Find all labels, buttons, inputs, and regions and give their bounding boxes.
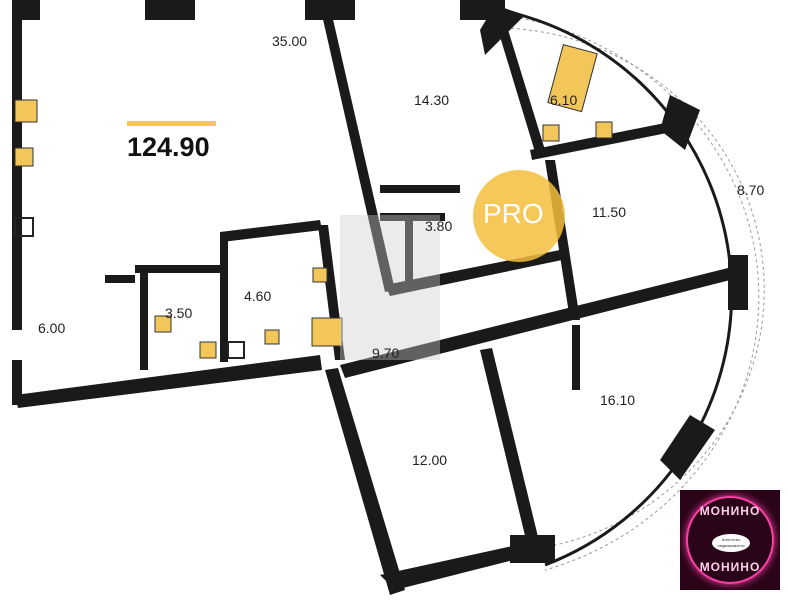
room-area: 4.60 bbox=[244, 288, 272, 304]
sink-icon bbox=[595, 121, 613, 139]
logo-bottom-text: МОНИНО bbox=[699, 560, 761, 574]
total-area: 124.90 bbox=[127, 132, 210, 162]
sink-icon bbox=[14, 147, 34, 167]
sink-icon bbox=[154, 315, 172, 333]
pro-badge-label: PRO bbox=[483, 198, 544, 229]
fixtures bbox=[14, 44, 613, 359]
pro-badge: PRO bbox=[473, 170, 565, 262]
logo-subtitle: Агентство недвижимости bbox=[712, 534, 750, 552]
toilet-icon bbox=[199, 341, 217, 359]
utility-boxes bbox=[14, 217, 245, 359]
room-area: 6.10 bbox=[550, 92, 578, 108]
room-area: 6.00 bbox=[38, 320, 66, 336]
room-area: 8.70 bbox=[737, 182, 765, 198]
room-area: 35.00 bbox=[272, 33, 308, 49]
room-area: 3.80 bbox=[425, 218, 453, 234]
bathtub-icon bbox=[547, 44, 598, 113]
room-area: 16.10 bbox=[600, 392, 636, 408]
toilet-icon bbox=[264, 329, 280, 345]
watermark bbox=[340, 215, 440, 360]
room-area: 11.50 bbox=[592, 204, 626, 220]
stove-icon bbox=[14, 99, 38, 123]
room-area: 3.50 bbox=[165, 305, 193, 321]
logo-ring bbox=[686, 496, 774, 584]
toilet-icon bbox=[542, 124, 560, 142]
sink-icon bbox=[312, 267, 328, 283]
room-area: 12.00 bbox=[412, 452, 448, 468]
room-area: 14.30 bbox=[414, 92, 450, 108]
balcony-outline bbox=[504, 17, 765, 571]
total-area-accent bbox=[127, 121, 216, 126]
walls bbox=[12, 0, 748, 595]
logo-top-text: МОНИНО bbox=[699, 504, 761, 518]
agency-logo: МОНИНО Агентство недвижимости МОНИНО bbox=[680, 490, 780, 590]
room-area: 9.70 bbox=[372, 345, 400, 361]
shower-icon bbox=[311, 317, 343, 347]
